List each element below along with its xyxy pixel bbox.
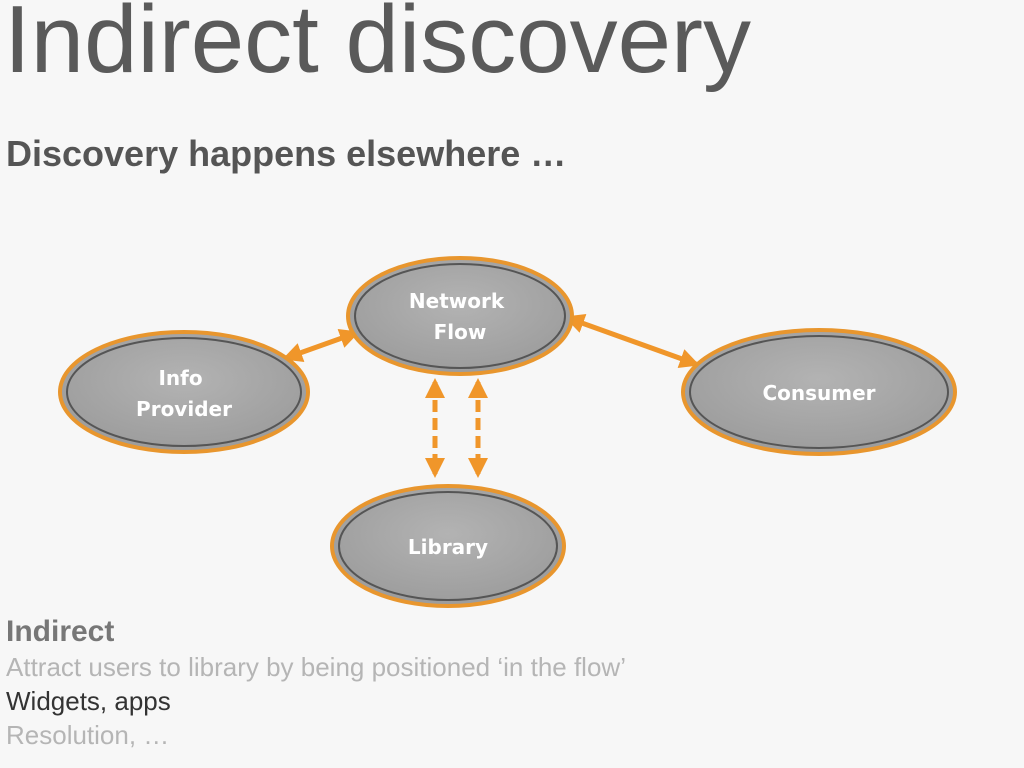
- bullet-item-resolution: Resolution, …: [6, 720, 170, 750]
- svg-text:Info Provider: Info Provider: [136, 366, 232, 421]
- slide-subtitle: Discovery happens elsewhere …: [6, 133, 567, 174]
- arrow-network-consumer: [564, 314, 700, 368]
- node-library-label: Library: [408, 535, 488, 559]
- node-consumer-label: Consumer: [762, 381, 875, 405]
- slide-title: Indirect discovery: [4, 0, 751, 93]
- svg-text:Library: Library: [408, 535, 488, 559]
- node-info-provider-label-line1: Info: [158, 366, 202, 390]
- node-consumer: Consumer: [681, 328, 957, 456]
- arrow-info-network: [282, 328, 360, 363]
- node-network-flow-label-line2: Flow: [434, 320, 487, 344]
- node-info-provider-label-line2: Provider: [136, 397, 232, 421]
- node-network-flow: Network Flow: [346, 256, 574, 376]
- svg-text:Network Flow: Network Flow: [409, 289, 511, 344]
- node-library: Library: [330, 484, 566, 608]
- node-info-provider: Info Provider: [58, 330, 310, 454]
- node-network-flow-label-line1: Network: [409, 289, 505, 313]
- bullet-item-attract-users: Attract users to library by being positi…: [6, 652, 626, 682]
- svg-text:Consumer: Consumer: [762, 381, 875, 405]
- bullet-heading: Indirect: [6, 615, 115, 648]
- bullet-item-widgets-apps: Widgets, apps: [6, 686, 171, 716]
- bullet-list: Indirect Attract users to library by bei…: [6, 614, 1006, 752]
